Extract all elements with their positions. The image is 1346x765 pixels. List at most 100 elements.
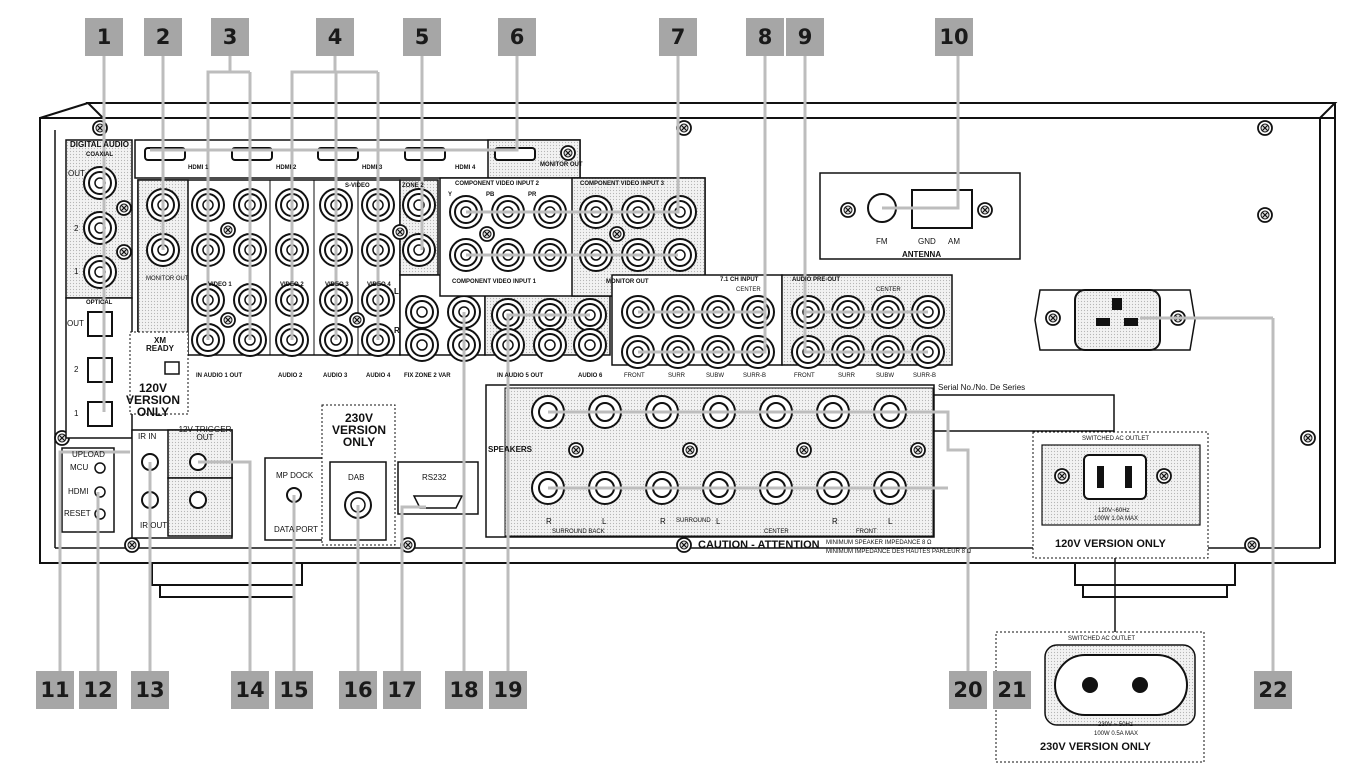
callout-1: 1 [85,18,123,56]
spk-s-l-label: L [716,517,721,526]
multichannel-section [611,274,953,369]
trigger-label: 12V TRIGGER OUT [178,425,232,442]
preout-subw-label: SUBW [876,373,894,379]
digital-audio-section [65,139,133,439]
callout-9: 9 [786,18,824,56]
am-label: AM [948,237,960,246]
min-imp-fr-label: MINIMUM IMPEDANCE DES HAUTES PARLEUR 8 Ω [826,549,972,555]
audio-r-label: R [394,326,400,335]
comp-y-label: Y [448,192,453,198]
component-monitor-out-label: MONITOR OUT [606,279,649,285]
upload-label: UPLOAD [72,450,105,459]
ir-out-label: IR OUT [140,521,168,530]
hdmi2-label: HDMI 2 [276,165,297,171]
callout-17: 17 [383,671,421,709]
callout-16: 16 [339,671,377,709]
optical-1-label: 1 [74,409,79,418]
ch71-surr-label: SURR [668,373,686,379]
callout-15: 15 [275,671,313,709]
component3-label: COMPONENT VIDEO INPUT 3 [580,181,665,187]
optical-label: OPTICAL [86,300,113,306]
spk-s-r-label: R [660,517,666,526]
ch71-surrb-label: SURR-B [743,373,767,379]
antenna-section [819,172,1021,260]
hdmi4-label: HDMI 4 [455,165,476,171]
svideo-label: S-VIDEO [345,183,370,189]
audio4-label: AUDIO 4 [366,373,391,379]
callout-3: 3 [211,18,249,56]
spk-sb-l-label: L [602,517,607,526]
dab-label: DAB [348,473,365,482]
comp-pb-label: PB [486,192,495,198]
hdmi3-label: HDMI 3 [362,165,383,171]
mp-dock-label: MP DOCK [276,471,314,480]
spk-sb-r-label: R [546,517,552,526]
audio5-label: IN AUDIO 5 OUT [497,373,544,379]
video3-label: VIDEO 3 [325,282,349,288]
coax-out-label: OUT [68,169,85,178]
callout-14: 14 [231,671,269,709]
hdmi-upload-label: HDMI [68,487,89,496]
v230-only-bottom-label: 230V VERSION ONLY [1040,741,1151,753]
switched-ac-120-label: SWITCHED AC OUTLET [1082,436,1150,442]
callout-13: 13 [131,671,169,709]
v120-only-label: 120V VERSION ONLY [1055,538,1166,550]
v230-only-label: 230V VERSION ONLY [331,411,386,449]
serial-label: Serial No./No. De Series [938,383,1026,392]
coax-2-label: 2 [74,224,79,233]
hdmi-section [134,139,581,179]
switched-ac-230-label: SWITCHED AC OUTLET [1068,636,1136,642]
audio1-label: IN AUDIO 1 OUT [196,373,243,379]
callout-20: 20 [949,671,987,709]
audio3-label: AUDIO 3 [323,373,348,379]
zone2-fix-var-label: FIX ZONE 2 VAR [404,373,451,379]
v120-load-label: 100W 1.0A MAX [1094,516,1139,522]
coaxial-label: COAXIAL [86,152,113,158]
ir-in-label: IR IN [138,432,157,441]
min-imp-en-label: MINIMUM SPEAKER IMPEDANCE 8 Ω [826,540,932,546]
ac-inlet [1034,289,1196,351]
mcu-label: MCU [70,463,89,472]
callout-19: 19 [489,671,527,709]
hdmi-monitor-out-label: MONITOR OUT [540,162,583,168]
callout-7: 7 [659,18,697,56]
video1-label: VIDEO 1 [208,282,232,288]
callout-12: 12 [79,671,117,709]
v120-side-label: 120V VERSION ONLY [125,381,180,419]
digital-audio-label: DIGITAL AUDIO [70,140,129,149]
callout-11: 11 [36,671,74,709]
audio-preout-label: AUDIO PRE-OUT [792,277,840,283]
caution-label: CAUTION - ATTENTION [698,539,820,551]
rs232-label: RS232 [422,473,447,482]
surround-label: SURROUND [676,518,711,524]
spk-f-r-label: R [832,517,838,526]
callout-10: 10 [935,18,973,56]
callout-5: 5 [403,18,441,56]
ac-outlet-120v [1032,431,1209,559]
xm-ready-label: XM READY [145,336,174,353]
video2-label: VIDEO 2 [280,282,304,288]
coax-1-label: 1 [74,267,79,276]
audio-l-label: L [394,287,399,296]
preout-front-label: FRONT [794,373,815,379]
preout-surr-label: SURR [838,373,856,379]
surround-back-label: SURROUND BACK [552,529,605,535]
callout-2: 2 [144,18,182,56]
component2-label: COMPONENT VIDEO INPUT 2 [455,181,540,187]
xm-ready-section [129,331,189,415]
callout-21: 21 [993,671,1031,709]
ch71-center-label: CENTER [736,287,761,293]
fm-label: FM [876,237,888,246]
optical-out-label: OUT [67,319,84,328]
hdmi1-label: HDMI 1 [188,165,209,171]
speakers-label: SPEAKERS [488,445,533,454]
callout-18: 18 [445,671,483,709]
v230-spec-label: 230V ~ 50Hz [1098,722,1133,728]
spk-f-l-label: L [888,517,893,526]
optical-2-label: 2 [74,365,79,374]
antenna-label: ANTENNA [902,250,942,259]
audio2-label: AUDIO 2 [278,373,303,379]
ch71-front-label: FRONT [624,373,645,379]
component1-label: COMPONENT VIDEO INPUT 1 [452,279,537,285]
